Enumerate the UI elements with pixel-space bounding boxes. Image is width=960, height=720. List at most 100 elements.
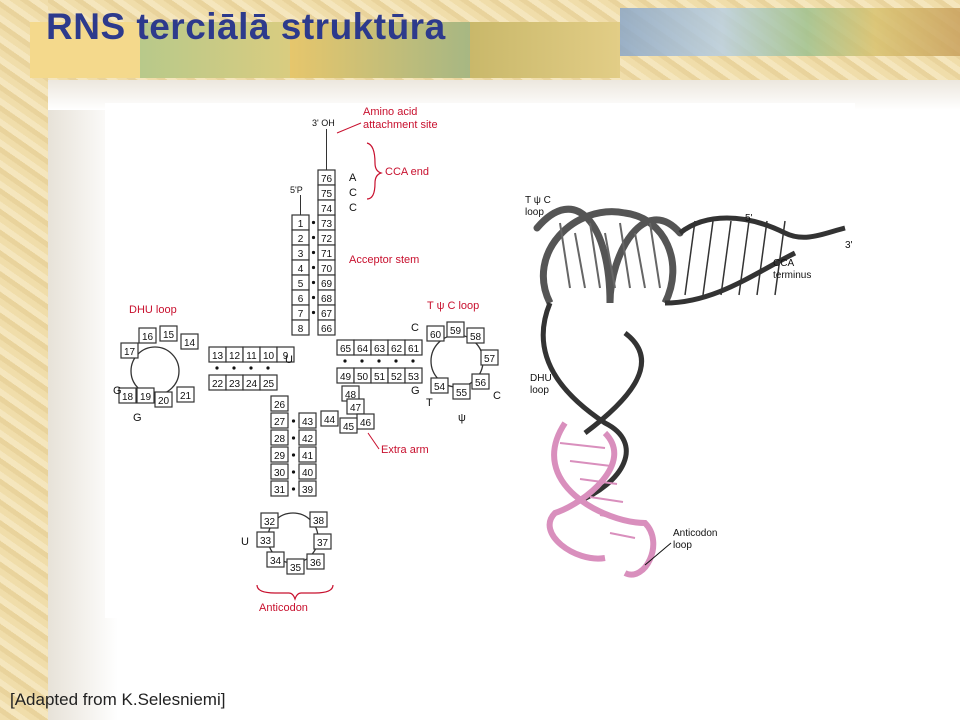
label-3-oh: 3' OH (312, 118, 335, 128)
label-amino-acid: Amino acid (363, 106, 417, 118)
tertiary-label-terminus: terminus (773, 270, 811, 281)
tertiary-label-tpsic: T ψ C (525, 195, 551, 206)
nucleotide-number: 70 (321, 264, 333, 275)
nucleotide-number: 69 (321, 279, 333, 290)
nucleotide-box (320, 410, 339, 427)
nucleotide-box (339, 417, 358, 434)
nucleotide-box (176, 386, 195, 403)
nucleotide-box (266, 551, 285, 568)
label-5-p: 5'P (290, 185, 303, 195)
base-c: C (493, 390, 501, 402)
nucleotide-number: 75 (321, 189, 333, 200)
nucleotide-number: 48 (345, 390, 357, 401)
nucleotide-number: 24 (246, 379, 258, 390)
nucleotide-number: 42 (302, 434, 314, 445)
parchment-left-texture (0, 0, 48, 720)
nucleotide-box (291, 319, 310, 336)
nucleotide-number: 67 (321, 309, 333, 320)
nucleotide-number: 66 (321, 324, 333, 335)
nucleotide-number: 44 (324, 415, 336, 426)
nucleotide-number: 19 (140, 392, 152, 403)
nucleotide-number: 6 (298, 294, 304, 305)
base-pair-dot (343, 359, 347, 363)
helix-rung (569, 460, 612, 467)
nucleotide-number: 43 (302, 417, 314, 428)
nucleotide-box (120, 342, 139, 359)
nucleotide-number: 65 (340, 344, 352, 355)
nucleotide-number: 54 (434, 382, 446, 393)
helix-anticodon-ribbon (546, 430, 618, 562)
header-collage-image (620, 8, 960, 56)
nucleotide-number: 26 (274, 400, 286, 411)
nucleotide-box (270, 395, 289, 412)
nucleotide-number: 68 (321, 294, 333, 305)
nucleotide-number: 71 (321, 249, 333, 260)
base-pair-dot (311, 310, 316, 315)
base-pair-dot (311, 220, 316, 225)
base-pair-dot (232, 366, 236, 370)
nucleotide-number: 30 (274, 468, 286, 479)
nucleotide-number: 18 (122, 392, 134, 403)
label-dhu-loop: DHU loop (129, 304, 177, 316)
nucleotide-number: 38 (313, 516, 325, 527)
helix-rung (684, 220, 696, 296)
tertiary-label-3-prime: 3' (845, 240, 853, 251)
base-pair-dot (215, 366, 219, 370)
nucleotide-number: 16 (142, 332, 154, 343)
nucleotide-number: 58 (470, 332, 482, 343)
nucleotide-box (309, 511, 328, 528)
base-pair-dot (377, 359, 381, 363)
helix-rung (589, 496, 624, 503)
nucleotide-number: 53 (408, 372, 420, 383)
nucleotide-number: 33 (260, 536, 272, 547)
base-t: T (426, 397, 433, 409)
nucleotide-number: 41 (302, 451, 314, 462)
label-tpsic-loop: T ψ C loop (427, 300, 479, 312)
nucleotide-number: 36 (310, 558, 322, 569)
pointer-anticodon-loop (644, 542, 672, 566)
nucleotide-box (466, 327, 485, 344)
helix-anticodon-ribbon (551, 421, 657, 578)
helix-rung (634, 232, 646, 289)
nucleotide-box (317, 199, 336, 216)
nucleotide-number: 28 (274, 434, 286, 445)
helix-dark-ribbon (540, 208, 677, 305)
nucleotide-number: 12 (229, 351, 241, 362)
base-pair-dot (360, 359, 364, 363)
nucleotide-box (270, 463, 289, 480)
nucleotide-number: 32 (264, 517, 276, 528)
base-g: G (133, 412, 142, 424)
nucleotide-box (270, 446, 289, 463)
nucleotide-box (286, 558, 305, 575)
nucleotide-box (118, 387, 137, 404)
nucleotide-number: 8 (298, 324, 304, 335)
tertiary-label-dhu-loop: loop (530, 385, 549, 396)
nucleotide-box (256, 531, 275, 548)
nucleotide-number: 31 (274, 485, 286, 496)
base-pair-dot (411, 359, 415, 363)
helix-rung (649, 222, 661, 289)
nucleotide-box (154, 391, 173, 408)
nucleotide-number: 9 (283, 351, 289, 362)
nucleotide-box (404, 339, 423, 356)
header-strip-4 (470, 22, 620, 78)
helix-rung (589, 222, 601, 289)
helix-rung (599, 514, 630, 521)
nucleotide-number: 21 (180, 391, 192, 402)
nucleotide-number: 10 (263, 351, 275, 362)
nucleotide-number: 63 (374, 344, 386, 355)
label-cca-end: CCA end (385, 166, 429, 178)
nucleotide-number: 61 (408, 344, 420, 355)
nucleotide-box (270, 412, 289, 429)
header-strip-2 (140, 22, 290, 78)
base-u: U (241, 536, 249, 548)
tertiary-label-anticodon: Anticodon (673, 528, 717, 539)
nucleotide-number: 49 (340, 372, 352, 383)
helix-rung (579, 478, 618, 485)
base-pair-dot (311, 235, 316, 240)
base-pair-dot (291, 470, 296, 474)
nucleotide-number: 25 (263, 379, 275, 390)
header-strip-3 (290, 22, 470, 78)
